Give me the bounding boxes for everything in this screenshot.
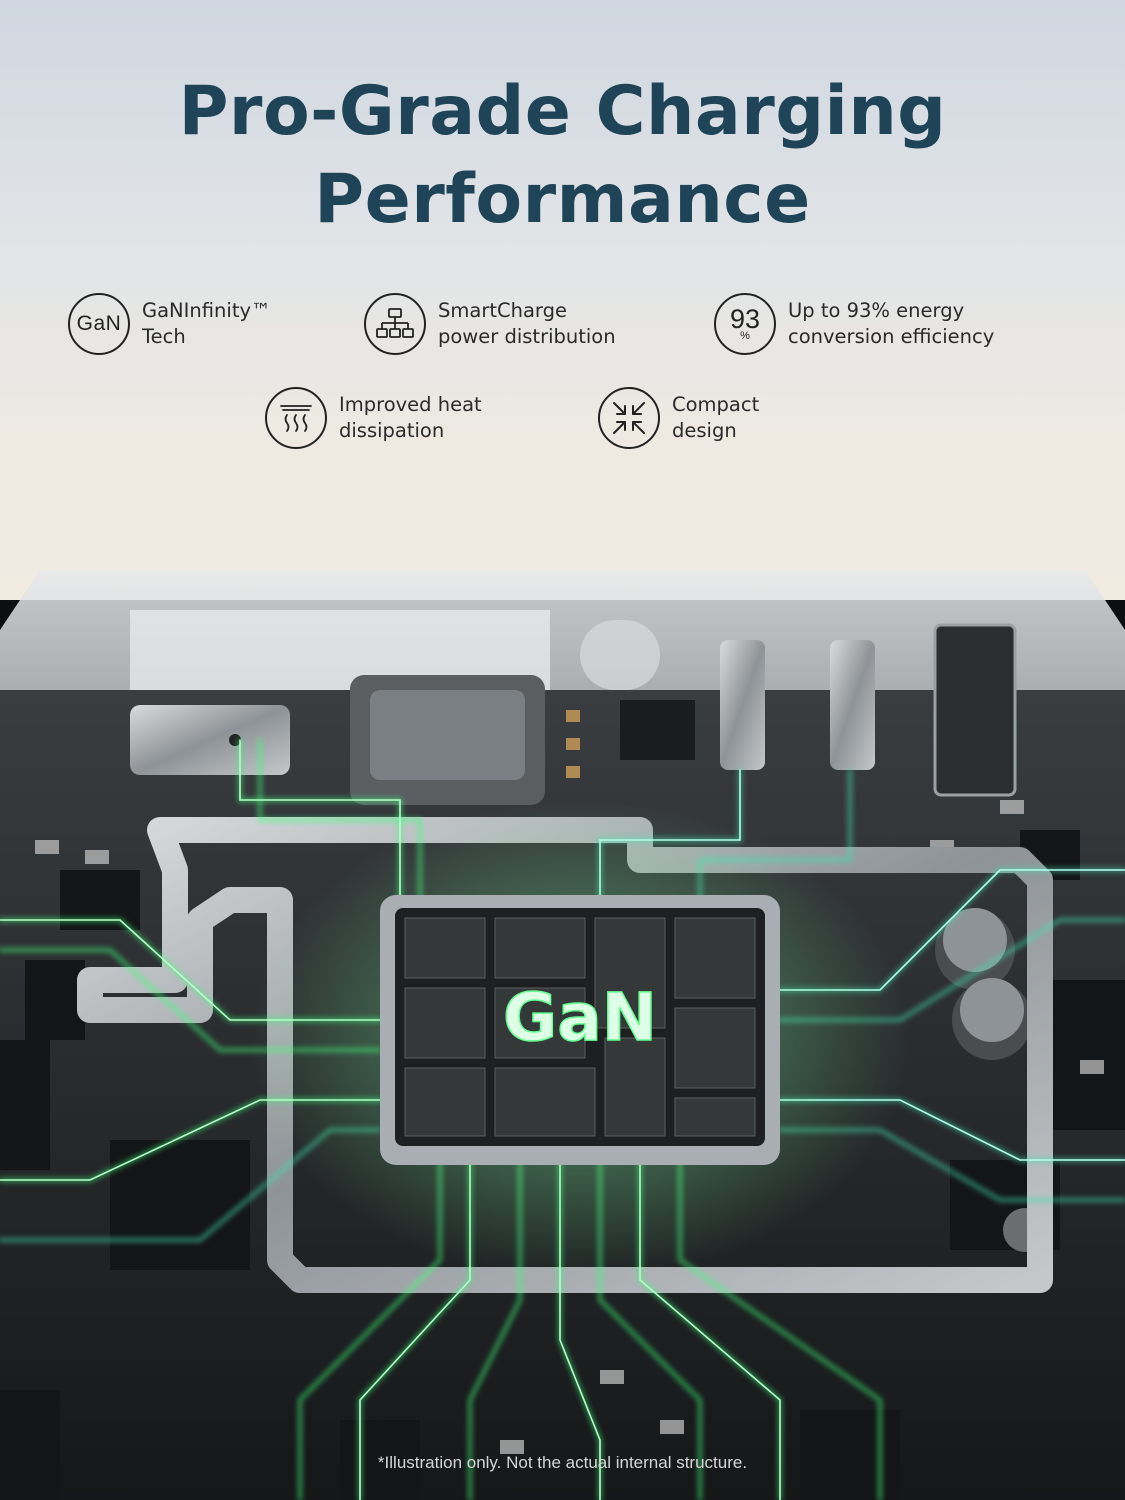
feature-heat: Improved heat dissipation xyxy=(265,387,482,449)
feature-line: Tech xyxy=(142,325,186,348)
disclaimer: *Illustration only. Not the actual inter… xyxy=(377,1453,748,1472)
feature-gan-tech-text: GaNInfinity™ Tech xyxy=(142,298,271,350)
usb-port-1 xyxy=(720,640,765,770)
page-title: Pro-Grade Charging Performance xyxy=(0,68,1125,244)
gan-badge-icon: GaN xyxy=(68,293,130,355)
efficiency-number: 93 xyxy=(729,303,761,334)
usb-port-3 xyxy=(933,623,1017,797)
feature-line: Improved heat xyxy=(339,393,482,416)
compress-arrows-icon xyxy=(598,387,660,449)
feature-efficiency-text: Up to 93% energy conversion efficiency xyxy=(788,298,994,350)
feature-gan-tech: GaN GaNInfinity™ Tech xyxy=(68,293,271,355)
feature-line: SmartCharge xyxy=(438,299,567,322)
feature-line: Compact xyxy=(672,393,760,416)
chip-label: GaN xyxy=(503,979,657,1056)
feature-line: Up to 93% energy xyxy=(788,299,965,322)
feature-compact-text: Compact design xyxy=(672,392,759,444)
feature-line: GaNInfinity™ xyxy=(142,299,271,322)
network-hierarchy-icon xyxy=(364,293,426,355)
heat-waves-icon xyxy=(265,387,327,449)
feature-line: design xyxy=(672,419,737,442)
efficiency-unit: % xyxy=(740,329,750,342)
title-line-1: Pro-Grade Charging xyxy=(178,72,947,151)
title-line-2: Performance xyxy=(314,160,811,239)
feature-smartcharge: SmartCharge power distribution xyxy=(364,293,616,355)
feature-smartcharge-text: SmartCharge power distribution xyxy=(438,298,616,350)
heat-frame xyxy=(77,817,1053,1293)
percent-93-icon: 93 % xyxy=(714,293,776,355)
usb-port-2 xyxy=(830,640,875,770)
feature-efficiency: 93 % Up to 93% energy conversion efficie… xyxy=(714,293,994,355)
shield-can xyxy=(130,705,290,775)
ic-small xyxy=(620,700,695,760)
gan-badge-text: GaN xyxy=(76,312,122,335)
circuit-board-illustration: GaN xyxy=(0,570,1125,1500)
feature-line: conversion efficiency xyxy=(788,325,995,348)
feature-line: power distribution xyxy=(438,325,616,348)
feature-heat-text: Improved heat dissipation xyxy=(339,392,482,444)
hero-background xyxy=(0,0,1125,600)
feature-compact: Compact design xyxy=(598,387,759,449)
feature-line: dissipation xyxy=(339,419,445,442)
